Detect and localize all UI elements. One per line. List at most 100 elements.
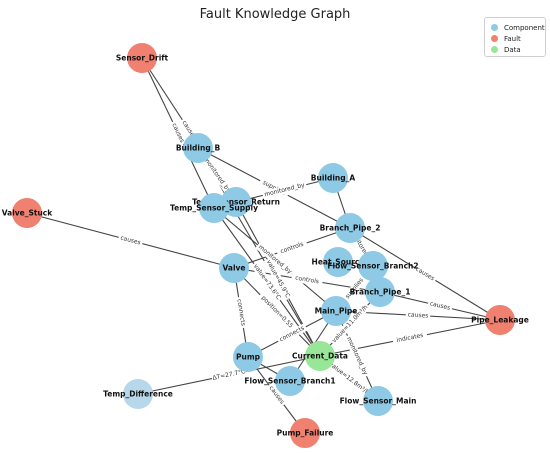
edge-label: causes [429, 300, 451, 312]
node-label: Branch_Pipe_2 [320, 224, 381, 233]
node-circle [305, 341, 335, 371]
edge-label-background [329, 302, 371, 346]
edge-label-group: controls [275, 239, 309, 257]
node-flow-sensor-branch2[interactable]: Flow_Sensor_Branch2 [327, 251, 419, 281]
edge-label-background [405, 310, 431, 321]
edge-label: monitored_by [202, 156, 232, 194]
node-circle [323, 247, 353, 277]
node-heat-source[interactable]: Heat_Source [312, 247, 365, 277]
edge-label-background [276, 323, 308, 345]
node-circle [12, 198, 42, 228]
node-label: Temp_Sensor_Supply [170, 204, 258, 213]
legend-label-fault: Fault [504, 34, 521, 43]
node-circle [123, 379, 153, 409]
node-label: Valve [222, 264, 245, 273]
node-circle [363, 386, 393, 416]
node-valve[interactable]: Valve [219, 253, 249, 283]
node-temp-difference[interactable]: Temp_Difference [103, 379, 173, 409]
node-circle [290, 418, 320, 448]
edge-label-background [263, 257, 293, 301]
node-label: Temp_Sensor_Return [192, 198, 280, 207]
legend-item-data: Data [491, 44, 545, 55]
node-label: Pipe_Leakage [471, 316, 529, 325]
diagram-title: Fault Knowledge Graph [200, 7, 351, 22]
node-circle [233, 342, 263, 372]
edge-label-background [326, 359, 372, 398]
node-circle [275, 366, 305, 396]
edge-label-background [343, 334, 371, 378]
node-label: Pump_Failure [277, 429, 334, 438]
node-flow-sensor-branch1[interactable]: Flow_Sensor_Branch1 [244, 366, 336, 396]
edge-label-background [265, 382, 288, 408]
node-label: Valve_Stuck [2, 209, 54, 218]
legend-swatch-fault [491, 35, 498, 42]
edge-label-background [427, 299, 453, 313]
legend-label-data: Data [504, 45, 521, 54]
legend: Component Fault Data [484, 17, 546, 57]
edge-label-background [412, 264, 438, 284]
edge-label: monitored_by [345, 336, 369, 377]
edge-label: controls [280, 241, 305, 255]
node-valve-stuck[interactable]: Valve_Stuck [2, 198, 54, 228]
legend-item-component: Component [491, 22, 545, 33]
node-building-a[interactable]: Building_A [311, 163, 356, 193]
edge-label: indicates [396, 332, 424, 344]
node-circle [199, 193, 229, 223]
node-label: Flow_Sensor_Main [340, 397, 417, 406]
edge-label-background [211, 367, 247, 383]
node-label: Building_A [311, 174, 356, 183]
node-branch-pipe-2[interactable]: Branch_Pipe_2 [320, 213, 381, 243]
edge-label-background [290, 273, 324, 287]
edge-label-background [261, 180, 308, 200]
edge-label-group: causes [427, 299, 453, 313]
edge-label-group: causes [117, 233, 144, 248]
node-pipe-leakage[interactable]: Pipe_Leakage [471, 305, 529, 335]
node-label: Current_Data [292, 352, 348, 361]
legend-swatch-data [491, 46, 498, 53]
edge-label-background [257, 291, 297, 333]
edge-label-group: controls [290, 273, 324, 287]
edge-label-background [275, 239, 309, 257]
node-circle [321, 296, 351, 326]
node-circle [485, 305, 515, 335]
node-flow-sensor-main[interactable]: Flow_Sensor_Main [340, 386, 417, 416]
node-circle [365, 277, 395, 307]
edge-label-background [250, 261, 284, 303]
legend-swatch-component [491, 24, 498, 31]
edge-label-background [117, 233, 144, 248]
edge-label: causes [120, 234, 142, 246]
node-label: Main_Pipe [315, 307, 358, 316]
edge-label-background [255, 241, 295, 278]
node-circle [335, 213, 365, 243]
node-pump[interactable]: Pump [233, 342, 263, 372]
edge-label-background [169, 120, 187, 146]
node-branch-pipe-1[interactable]: Branch_Pipe_1 [350, 277, 411, 307]
node-label: Flow_Sensor_Branch2 [327, 262, 418, 271]
edge-label-group: causes [405, 310, 431, 321]
legend-item-fault: Fault [491, 33, 545, 44]
node-sensor-drift[interactable]: Sensor_Drift [116, 43, 169, 73]
edge-label-background [234, 296, 248, 329]
edge-label: causes [407, 311, 428, 319]
node-circle [219, 253, 249, 283]
node-circle [358, 251, 388, 281]
node-label: Building_B [176, 144, 221, 153]
node-main-pipe[interactable]: Main_Pipe [315, 296, 358, 326]
node-current-data[interactable]: Current_Data [292, 341, 348, 371]
node-building-b[interactable]: Building_B [176, 133, 221, 163]
node-circle [127, 43, 157, 73]
node-label: Pump [236, 353, 261, 362]
edge-label-background [392, 330, 428, 346]
node-label: Flow_Sensor_Branch1 [244, 377, 335, 386]
node-pump-failure[interactable]: Pump_Failure [277, 418, 334, 448]
node-temp-sensor-supply[interactable]: Temp_Sensor_Supply [170, 193, 258, 223]
node-label: Sensor_Drift [116, 54, 169, 63]
edge-label-background [341, 273, 368, 304]
node-label: Temp_Difference [103, 390, 173, 399]
edge-label: connects [235, 299, 246, 327]
node-label: Heat_Source [312, 258, 365, 267]
edge-label-group: indicates [392, 330, 428, 346]
